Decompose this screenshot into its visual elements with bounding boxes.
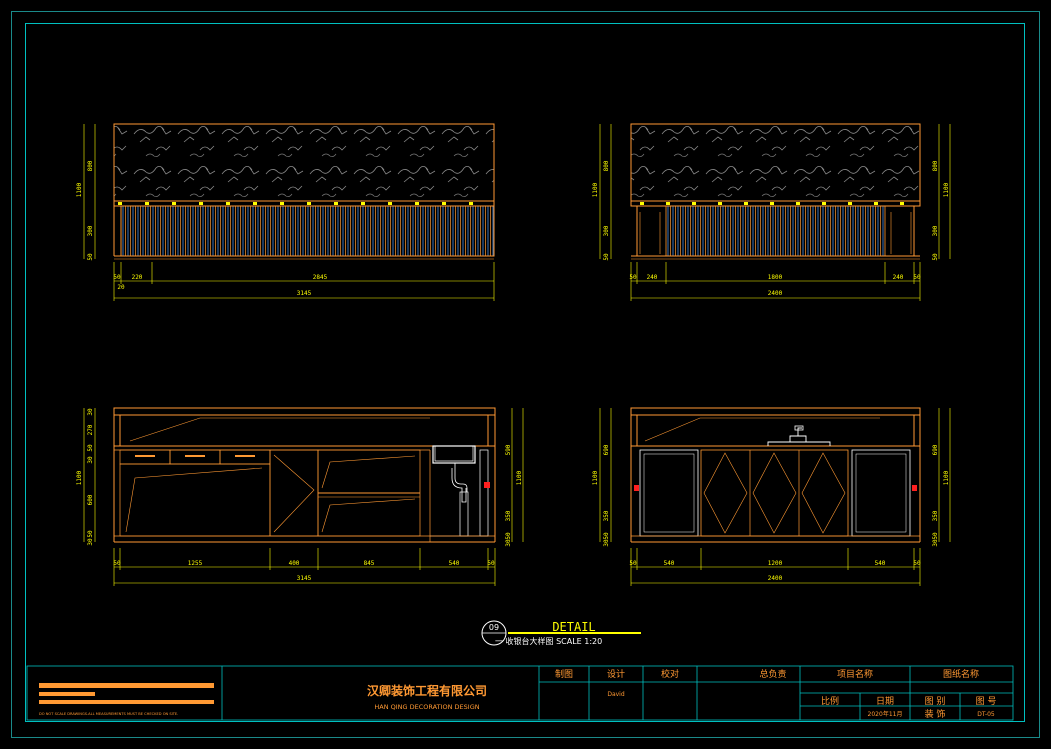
dim: 540	[664, 560, 675, 567]
dim: 30	[87, 456, 94, 464]
header-checker: 校对	[661, 668, 679, 680]
dim: 50	[932, 532, 939, 540]
header-designer: 设计	[607, 668, 625, 680]
dim: 540	[875, 560, 886, 567]
dim: 30	[505, 539, 512, 547]
dim: 50	[932, 253, 939, 261]
dim: 2845	[313, 274, 328, 281]
dim: 240	[647, 274, 658, 281]
label-drawing-no: 图 号	[976, 696, 997, 707]
elevation-top-right: 1100 800 300 50 800 1100 300 50 50 240 1…	[592, 123, 951, 301]
dim: 1255	[188, 560, 203, 567]
dim: 50	[629, 560, 637, 567]
dim: 50	[113, 274, 121, 281]
dim: 400	[289, 560, 300, 567]
label-date: 日期	[876, 696, 894, 707]
elevation-top-left: 1100 800 300 50 50 220 2845 20 3145	[76, 123, 495, 301]
dim: 1100	[76, 182, 83, 197]
dim: 50	[87, 444, 94, 452]
dim: 800	[603, 160, 610, 171]
dim: 1200	[768, 560, 783, 567]
dim: 3145	[297, 290, 312, 297]
header-chief: 总负责	[759, 668, 786, 680]
date-value: 2020年11月	[868, 710, 903, 718]
dim: 300	[932, 225, 939, 236]
dim: 1100	[592, 470, 599, 485]
company-name-en: HAN QING DECORATION DESIGN	[374, 703, 479, 711]
dim: 50	[87, 530, 94, 538]
dim: 50	[913, 274, 921, 281]
dim: 50	[603, 253, 610, 261]
dim: 590	[505, 444, 512, 455]
dim: 270	[87, 424, 94, 435]
header-project: 项目名称	[837, 668, 873, 680]
dim: 690	[932, 444, 939, 455]
dim: 2400	[768, 290, 783, 297]
dim: 30	[932, 539, 939, 547]
header-drawing-name: 图纸名称	[943, 668, 979, 680]
elevation-bottom-right: 1100 690 350 50 30 690 1100 350 50 30 50…	[592, 407, 951, 586]
drawing-note: DO NOT SCALE DRAWINGS.ALL MEASUREMENTS M…	[39, 712, 178, 716]
drawing-no-value: DT-05	[977, 711, 995, 718]
dim: 800	[87, 160, 94, 171]
category-value: 装 饰	[925, 708, 946, 720]
dim: 1800	[768, 274, 783, 281]
dim: 20	[117, 284, 125, 291]
dim: 300	[603, 225, 610, 236]
detail-caption: 一 收银台大样图 SCALE 1:20	[495, 636, 602, 646]
dim: 220	[132, 274, 143, 281]
dim: 350	[932, 510, 939, 521]
dim: 30	[87, 538, 94, 546]
dim: 50	[487, 560, 495, 567]
elevation-bottom-left: 30 270 50 30 1100 600 50 30 590 1100 350…	[76, 407, 524, 586]
dim: 600	[87, 494, 94, 505]
dim: 690	[603, 444, 610, 455]
dim: 30	[603, 539, 610, 547]
dim: 240	[893, 274, 904, 281]
detail-heading: DETAIL	[552, 620, 595, 634]
dim: 3145	[297, 575, 312, 582]
dim: 845	[364, 560, 375, 567]
dim: 1100	[516, 470, 523, 485]
dim: 50	[113, 560, 121, 567]
label-category: 图 别	[925, 696, 946, 707]
designer-value: David	[607, 691, 625, 698]
dim: 50	[913, 560, 921, 567]
title-block	[26, 665, 1014, 721]
inner-frame	[25, 23, 1025, 722]
logo-bar	[39, 683, 214, 688]
dim: 50	[87, 253, 94, 261]
dim: 350	[505, 510, 512, 521]
dim: 1100	[592, 182, 599, 197]
label-scale: 比例	[821, 695, 839, 707]
dim: 1100	[943, 470, 950, 485]
logo-bar	[39, 700, 214, 704]
header-drafter: 制图	[555, 668, 573, 680]
dim: 350	[603, 510, 610, 521]
detail-title: 09 DETAIL 一 收银台大样图 SCALE 1:20	[481, 620, 641, 646]
dim: 1100	[76, 470, 83, 485]
outer-frame	[11, 11, 1040, 738]
dim: 540	[449, 560, 460, 567]
dim: 2400	[768, 575, 783, 582]
dim: 30	[87, 408, 94, 416]
company-name-cn: 汉卿装饰工程有限公司	[367, 683, 487, 698]
dim: 50	[603, 532, 610, 540]
dim: 1100	[943, 182, 950, 197]
dim: 50	[629, 274, 637, 281]
dim: 800	[932, 160, 939, 171]
detail-number: 09	[489, 623, 499, 632]
dim: 50	[505, 532, 512, 540]
logo-bar	[39, 692, 95, 696]
dim: 300	[87, 225, 94, 236]
